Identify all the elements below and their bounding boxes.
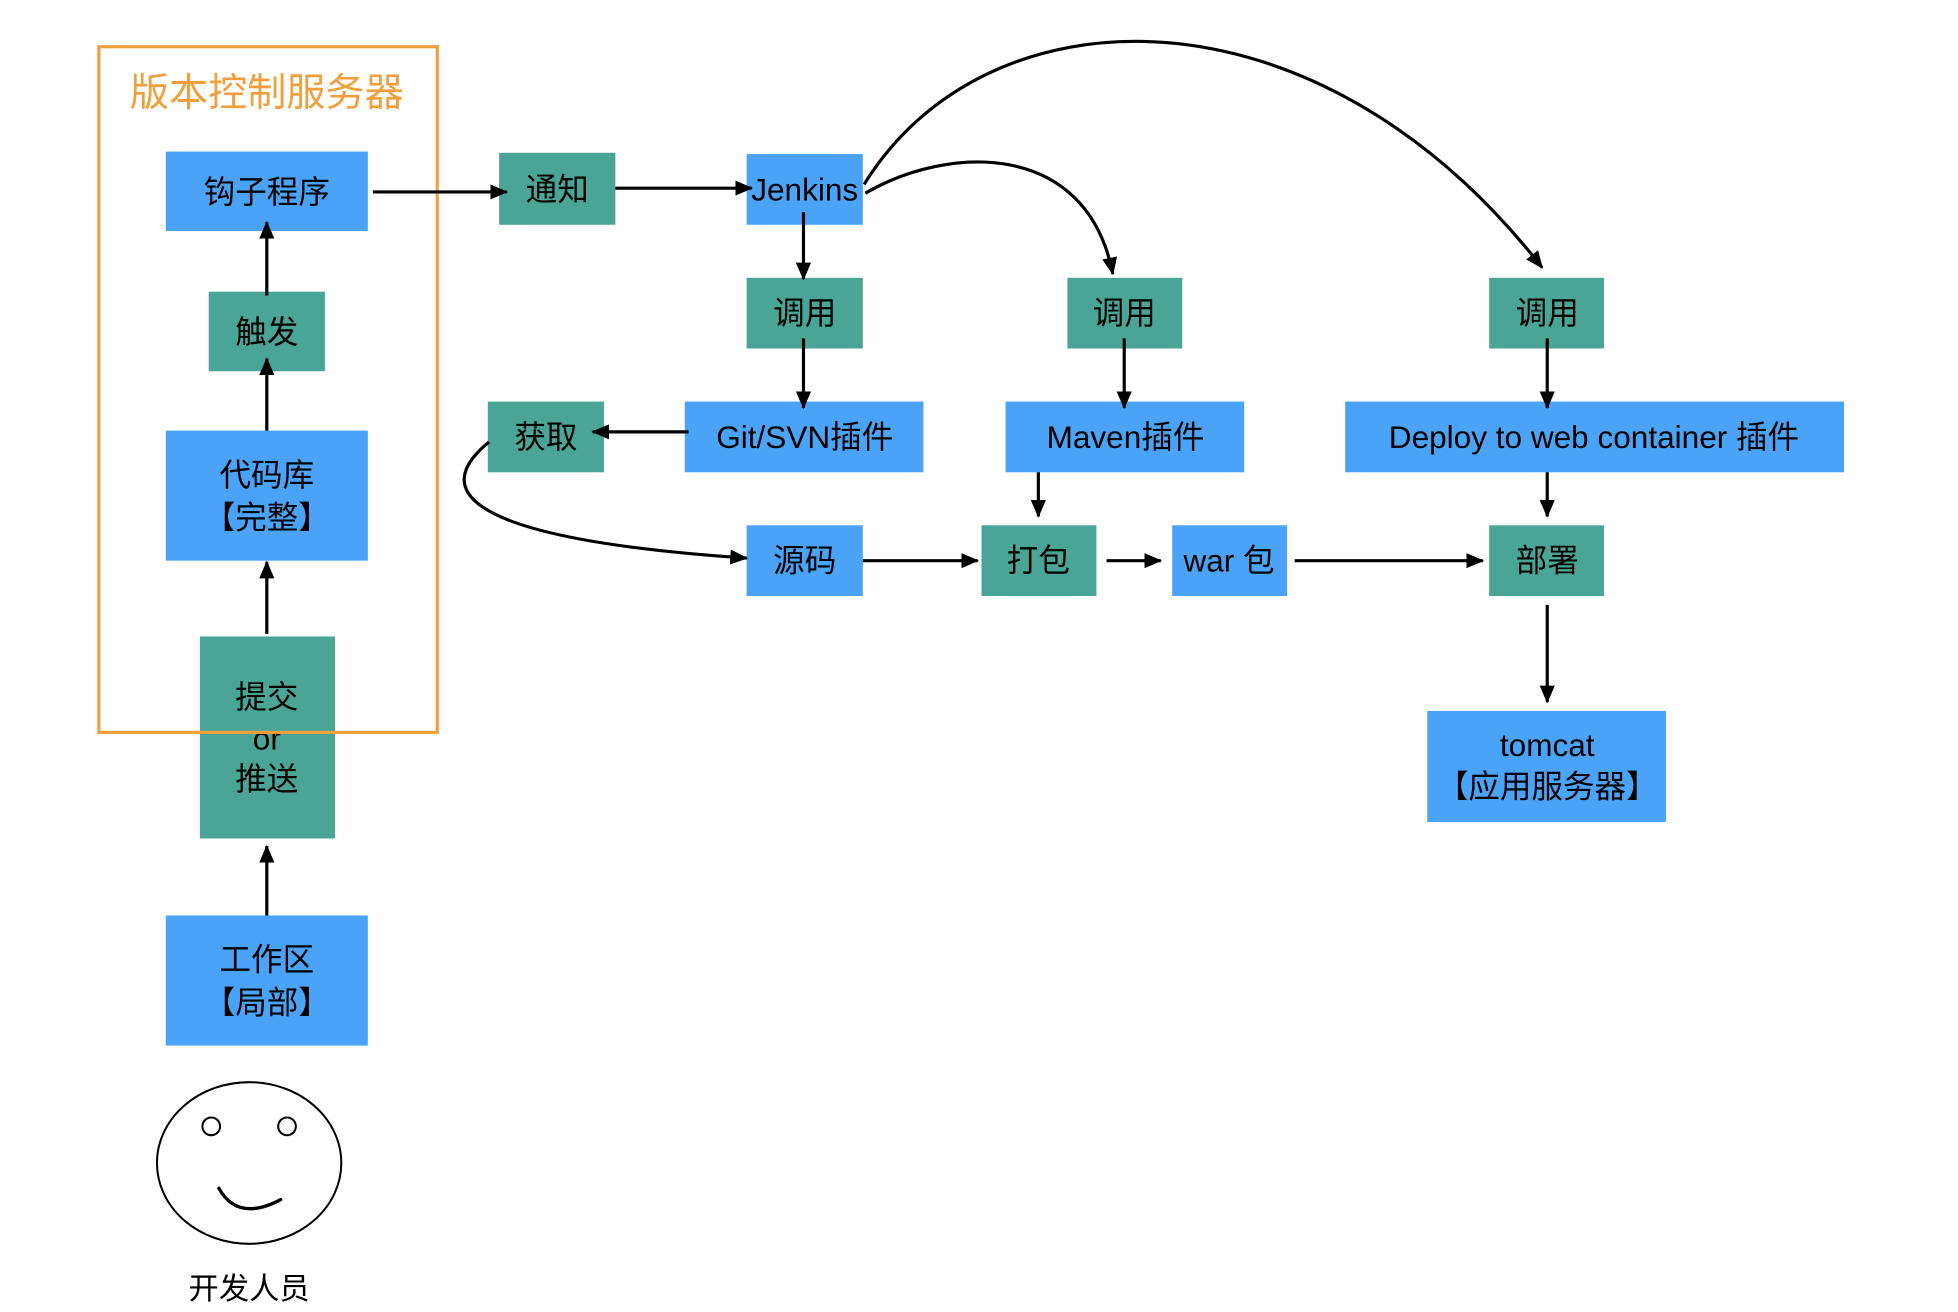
smiley-face-outline <box>155 1081 343 1245</box>
trigger-node: 触发 <box>208 291 325 372</box>
trigger-label: 触发 <box>235 314 298 350</box>
version-control-server-title: 版本控制服务器 <box>130 72 404 115</box>
maven-plugin-node: Maven插件 <box>1005 401 1245 473</box>
code-repo-node: 代码库【完整】 <box>165 430 368 561</box>
invoke-maven-box <box>1067 277 1183 349</box>
maven-plugin-label: Maven插件 <box>1047 419 1205 455</box>
arrow-fetch-to-source-code <box>462 440 748 565</box>
hook-program-label: 钩子程序 <box>204 174 330 210</box>
developer-label: 开发人员 <box>189 1272 310 1306</box>
arrow-jenkins-to-invoke-deploy <box>862 39 1544 269</box>
package-box <box>981 525 1097 597</box>
git-svn-plugin-box <box>684 401 924 473</box>
code-repo-label-line-2: 【完整】 <box>204 500 330 536</box>
version-control-server-frame <box>97 45 439 734</box>
code-repo-box <box>165 430 368 561</box>
workspace-label-line-2: 【局部】 <box>204 985 330 1021</box>
git-svn-plugin-node: Git/SVN插件 <box>684 401 924 473</box>
deploy-plugin-label: Deploy to web container 插件 <box>1389 419 1799 455</box>
notify-node: 通知 <box>499 152 616 225</box>
notify-label: 通知 <box>526 171 589 207</box>
source-code-box <box>746 525 863 597</box>
smiley-mouth <box>217 1186 283 1211</box>
hook-program-node: 钩子程序 <box>165 151 368 232</box>
workspace-box <box>165 915 368 1046</box>
deploy-plugin-node: Deploy to web container 插件 <box>1345 401 1844 473</box>
fetch-node: 获取 <box>487 401 604 473</box>
commit-push-label-line-3: 推送 <box>235 761 298 797</box>
invoke-deploy-label: 调用 <box>1516 295 1579 331</box>
commit-push-node: 提交 or 推送 <box>199 636 335 839</box>
code-repo-label-line-1: 代码库 <box>219 457 314 493</box>
tomcat-box <box>1427 710 1666 823</box>
maven-plugin-box <box>1005 401 1245 473</box>
tomcat-node: tomcat 【应用服务器】 <box>1427 710 1666 823</box>
tomcat-label-line-2: 【应用服务器】 <box>1437 769 1658 805</box>
version-control-server-title-wrap: 版本控制服务器 <box>130 72 404 115</box>
invoke-scm-box <box>746 277 863 349</box>
invoke-deploy-box <box>1489 277 1605 349</box>
workspace-label: 工作区【局部】 <box>204 942 330 1021</box>
arrow-jenkins-to-invoke-maven <box>864 160 1118 276</box>
package-node: 打包 <box>981 525 1097 597</box>
commit-push-box <box>199 636 335 839</box>
hook-program-box <box>165 151 368 232</box>
commit-push-label-line-1: 提交 <box>235 679 298 715</box>
deploy-plugin-box <box>1345 401 1844 473</box>
workspace-node: 工作区【局部】 <box>165 915 368 1046</box>
invoke-scm-node: 调用 <box>746 277 863 349</box>
fetch-box <box>487 401 604 473</box>
smiley-face-icon <box>155 1081 343 1245</box>
war-package-box <box>1172 525 1288 597</box>
commit-push-label: 提交 or 推送 <box>235 679 298 797</box>
source-code-label: 源码 <box>773 543 836 579</box>
smiley-left-eye <box>201 1116 222 1137</box>
package-label: 打包 <box>1007 543 1070 579</box>
tomcat-label: tomcat 【应用服务器】 <box>1437 727 1658 805</box>
source-code-node: 源码 <box>746 525 863 597</box>
notify-box <box>499 152 616 225</box>
commit-push-label-line-2: or <box>253 721 281 757</box>
war-package-node: war 包 <box>1172 525 1288 597</box>
edges <box>259 39 1555 916</box>
invoke-maven-label: 调用 <box>1093 295 1156 331</box>
jenkins-label: Jenkins <box>751 171 858 207</box>
workspace-label-line-1: 工作区 <box>219 942 314 978</box>
code-repo-label: 代码库【完整】 <box>204 457 330 536</box>
invoke-deploy-node: 调用 <box>1489 277 1605 349</box>
smiley-right-eye <box>277 1116 297 1137</box>
deploy-node: 部署 <box>1489 525 1605 597</box>
git-svn-plugin-label: Git/SVN插件 <box>716 419 893 455</box>
fetch-label: 获取 <box>514 419 577 455</box>
deploy-label: 部署 <box>1516 543 1579 579</box>
invoke-maven-node: 调用 <box>1067 277 1183 349</box>
war-package-label: war 包 <box>1182 543 1274 579</box>
invoke-scm-label: 调用 <box>773 295 836 331</box>
version-control-server-group: 版本控制服务器 <box>97 45 439 734</box>
deploy-box <box>1489 525 1605 597</box>
tomcat-label-line-1: tomcat <box>1500 727 1595 763</box>
